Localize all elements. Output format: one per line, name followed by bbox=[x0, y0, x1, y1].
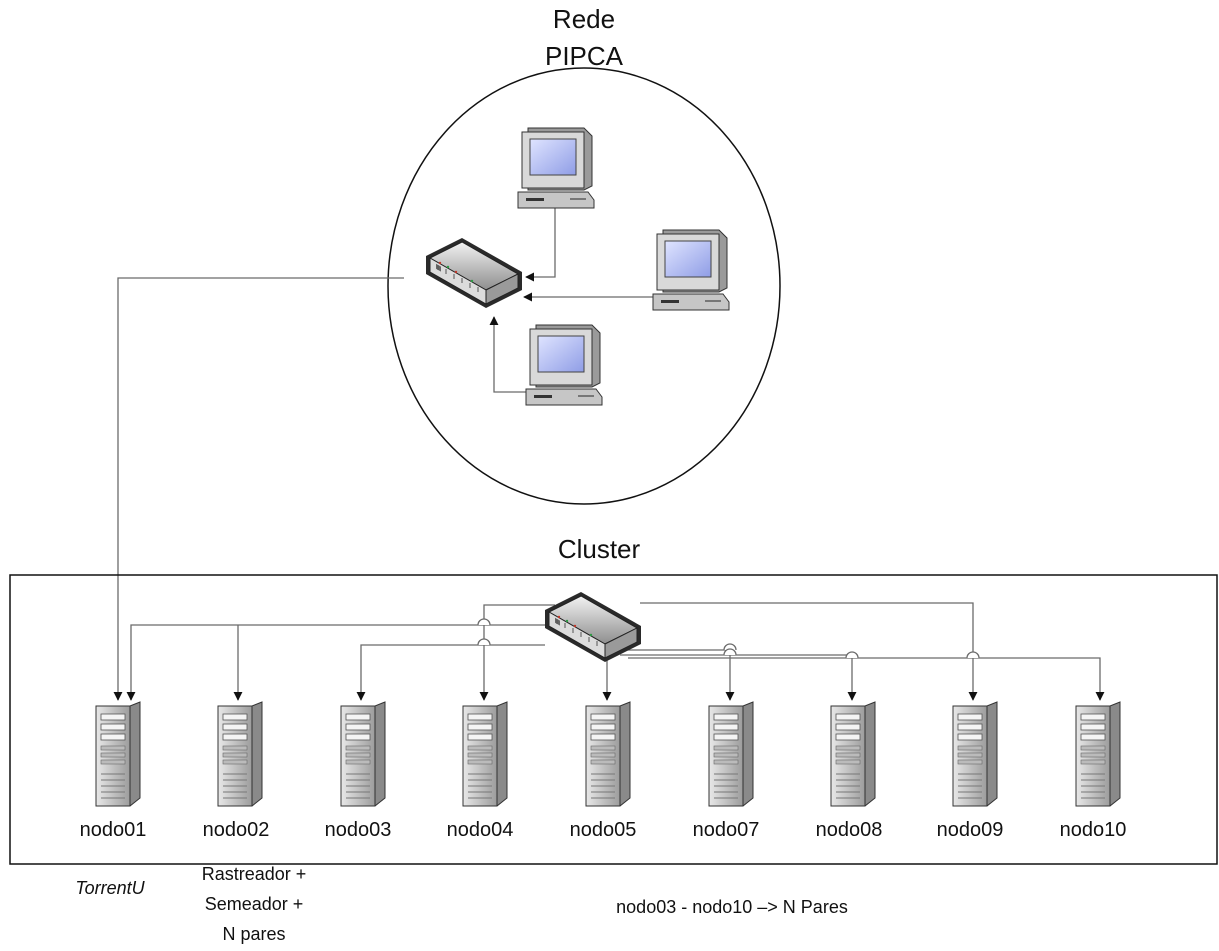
computer-icon bbox=[525, 324, 603, 406]
note-nodo02-line3: N pares bbox=[222, 924, 285, 944]
network-boundary bbox=[387, 67, 781, 505]
computer-icon bbox=[517, 127, 595, 209]
computer-icon bbox=[652, 229, 730, 311]
node-label: nodo09 bbox=[937, 819, 1004, 841]
node-label: nodo03 bbox=[325, 819, 392, 841]
link-nodo04 bbox=[479, 604, 555, 701]
network-switch-icon bbox=[544, 591, 642, 663]
node-label: nodo04 bbox=[447, 819, 514, 841]
server-tower-icon bbox=[95, 701, 141, 807]
server-tower-icon bbox=[1075, 701, 1121, 807]
server-tower-icon bbox=[952, 701, 998, 807]
node-label: nodo01 bbox=[80, 819, 147, 841]
cluster-title: Cluster bbox=[558, 534, 641, 564]
network-switch-icon bbox=[425, 237, 523, 309]
link-nodo09 bbox=[640, 602, 978, 701]
link-nodo10 bbox=[628, 657, 1105, 701]
link-network-to-nodo01 bbox=[113, 277, 404, 701]
server-tower-icon bbox=[217, 701, 263, 807]
network-links bbox=[113, 206, 655, 701]
cluster-nodes bbox=[95, 701, 1121, 807]
link-top-workstation bbox=[525, 206, 556, 282]
server-tower-icon bbox=[462, 701, 508, 807]
note-nodo02-line1: Rastreador + bbox=[202, 864, 307, 884]
cluster-links bbox=[126, 602, 1105, 701]
note-nodo01: TorrentU bbox=[75, 878, 145, 898]
node-labels: nodo01 nodo02 nodo03 nodo04 nodo05 nodo0… bbox=[80, 819, 1127, 841]
note-nodo02-line2: Semeador + bbox=[205, 894, 304, 914]
cluster-boundary bbox=[9, 574, 1218, 865]
link-bottom-workstation bbox=[489, 316, 527, 393]
network-title-line2: PIPCA bbox=[545, 41, 624, 71]
node-label: nodo07 bbox=[693, 819, 760, 841]
server-tower-icon bbox=[830, 701, 876, 807]
link-nodo03 bbox=[356, 644, 545, 701]
node-label: nodo02 bbox=[203, 819, 270, 841]
note-others: nodo03 - nodo10 –> N Pares bbox=[616, 897, 848, 917]
node-label: nodo05 bbox=[570, 819, 637, 841]
link-nodo01 bbox=[126, 624, 590, 701]
node-label: nodo08 bbox=[816, 819, 883, 841]
server-tower-icon bbox=[340, 701, 386, 807]
server-tower-icon bbox=[585, 701, 631, 807]
server-tower-icon bbox=[708, 701, 754, 807]
network-title-line1: Rede bbox=[553, 4, 615, 34]
link-nodo08 bbox=[620, 654, 857, 701]
node-label: nodo10 bbox=[1060, 819, 1127, 841]
